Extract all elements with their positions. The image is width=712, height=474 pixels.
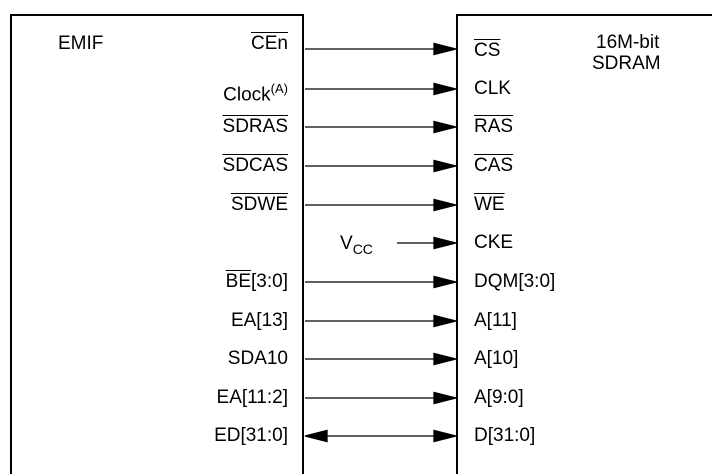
arrowhead-right-icon bbox=[433, 120, 457, 134]
sdram-pin-ras: RAS bbox=[474, 116, 514, 137]
sdram-title-line2: SDRAM bbox=[592, 53, 661, 74]
arrowhead-right-icon bbox=[433, 391, 457, 405]
sdram-pin-clk: CLK bbox=[474, 78, 511, 99]
emif-signal-sdras: SDRAS bbox=[222, 116, 288, 137]
emif-title: EMIF bbox=[58, 33, 104, 54]
emif-signal-sda10: SDA10 bbox=[227, 348, 288, 369]
emif-signal-sdcas: SDCAS bbox=[222, 155, 288, 176]
arrowhead-right-icon bbox=[433, 236, 457, 250]
sdram-title-line1: 16M-bit bbox=[596, 32, 660, 53]
sdram-pin-cke: CKE bbox=[474, 232, 514, 253]
emif-signal-cen: CEn bbox=[251, 33, 288, 54]
arrowhead-left-icon bbox=[304, 429, 328, 443]
arrowhead-right-icon bbox=[433, 42, 457, 56]
emif-signal-sdwe: SDWE bbox=[231, 194, 288, 215]
sdram-pin-we: WE bbox=[474, 194, 505, 215]
sdram-pin-a10: A[10] bbox=[474, 348, 519, 369]
arrowhead-right-icon bbox=[433, 429, 457, 443]
emif-block bbox=[10, 14, 304, 474]
arrowhead-right-icon bbox=[433, 352, 457, 366]
sdram-pin-d31-0: D[31:0] bbox=[474, 425, 536, 446]
emif-signal-ed31-0: ED[31:0] bbox=[214, 425, 288, 446]
emif-signal-ea13: EA[13] bbox=[230, 310, 288, 331]
emif-signal-be: BE[3:0] bbox=[225, 271, 288, 292]
sdram-pin-a9-0: A[9:0] bbox=[474, 387, 524, 408]
vcc-label: VCC bbox=[340, 233, 373, 257]
emif-signal-clock: Clock(A) bbox=[223, 81, 288, 106]
arrowhead-right-icon bbox=[433, 275, 457, 289]
sdram-pin-a11: A[11] bbox=[474, 310, 517, 331]
emif-signal-ea11-2: EA[11:2] bbox=[216, 387, 288, 408]
sdram-block bbox=[456, 14, 712, 474]
sdram-pin-cs: CS bbox=[474, 40, 501, 61]
arrowhead-right-icon bbox=[433, 159, 457, 173]
clock-footnote-marker: (A) bbox=[270, 81, 288, 96]
sdram-pin-dqm: DQM[3:0] bbox=[474, 271, 556, 292]
sdram-pin-cas: CAS bbox=[474, 155, 514, 176]
arrowhead-right-icon bbox=[433, 82, 457, 96]
arrowhead-right-icon bbox=[433, 314, 457, 328]
arrowhead-right-icon bbox=[433, 198, 457, 212]
